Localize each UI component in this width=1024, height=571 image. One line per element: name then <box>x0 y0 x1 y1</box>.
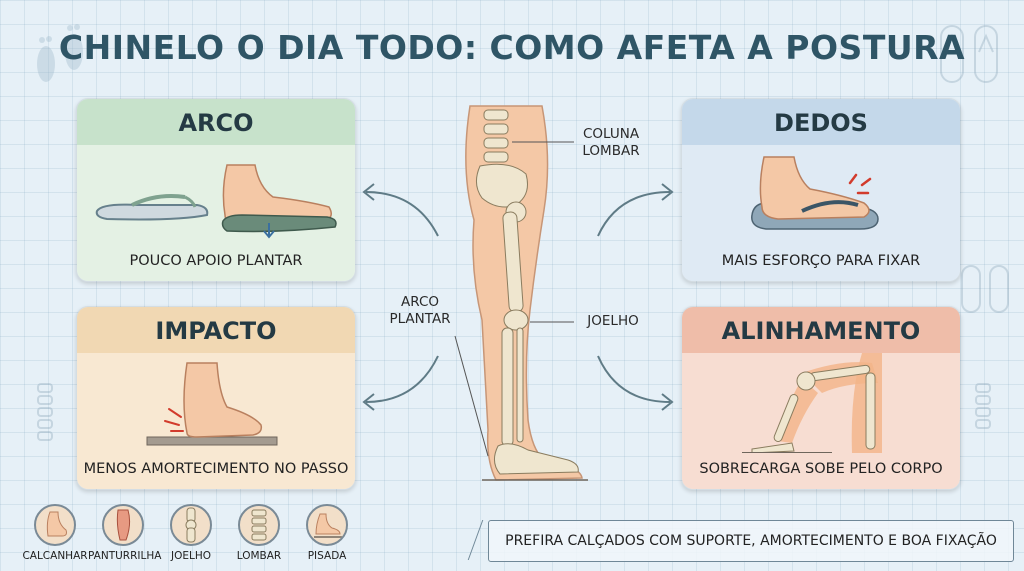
card-arco: ARCO POUCO APOIO PLANTAR <box>76 98 356 282</box>
arrow-to-dedos <box>597 183 674 237</box>
spine-icon <box>37 383 53 441</box>
tip-banner: PREFIRA CALÇADOS COM SUPORTE, AMORTECIME… <box>488 520 1014 562</box>
label-joelho: JOELHO <box>587 313 639 329</box>
skeleton-leg-illustration <box>465 105 588 481</box>
card-impacto: IMPACTO MENOS AMORTECIMENTO NO PASSO <box>76 306 356 490</box>
calcanhar-item: CALCANHAR <box>20 504 90 562</box>
footstep-icon <box>306 504 348 546</box>
lombar-item: LOMBAR <box>224 504 294 562</box>
heel-impact-illustration <box>146 362 278 446</box>
card-impacto-heading: IMPACTO <box>77 307 355 353</box>
flip-flops-icon <box>961 265 1009 313</box>
card-alinhamento-caption: SOBRECARGA SOBE PELO CORPO <box>699 461 943 477</box>
label-coluna-lombar: COLUNA LOMBAR <box>582 126 640 159</box>
heel-icon <box>34 504 76 546</box>
leg-alignment-illustration <box>742 353 882 453</box>
spine-icon <box>975 383 991 429</box>
pisada-item: PISADA <box>292 504 362 562</box>
toe-grip-illustration <box>751 156 879 230</box>
arrow-to-impacto <box>362 355 439 411</box>
card-dedos: DEDOS MAIS ESFORÇO PARA FIXAR <box>681 98 961 282</box>
card-arco-heading: ARCO <box>77 99 355 145</box>
spine-icon <box>238 504 280 546</box>
arrow-to-arco <box>362 183 439 237</box>
flip-flop-arch-illustration <box>95 164 337 239</box>
calf-icon <box>102 504 144 546</box>
knee-icon <box>170 504 212 546</box>
card-dedos-heading: DEDOS <box>682 99 960 145</box>
card-arco-caption: POUCO APOIO PLANTAR <box>129 253 303 269</box>
label-arco-plantar: ARCO PLANTAR <box>389 294 451 327</box>
page-title: CHINELO O DIA TODO: COMO AFETA A POSTURA <box>58 28 966 67</box>
footprints-icon <box>37 24 83 82</box>
arrow-to-alinhamento <box>597 355 674 411</box>
card-alinhamento-heading: ALINHAMENTO <box>682 307 960 353</box>
card-impacto-caption: MENOS AMORTECIMENTO NO PASSO <box>83 461 349 477</box>
panturrilha-item: PANTURRILHA <box>88 504 161 562</box>
joelho-item: JOELHO <box>156 504 226 562</box>
flip-flops-icon <box>940 25 998 83</box>
card-alinhamento: ALINHAMENTO SOBRECARGA SOBE PELO CORPO <box>681 306 961 490</box>
card-dedos-caption: MAIS ESFORÇO PARA FIXAR <box>721 253 921 269</box>
